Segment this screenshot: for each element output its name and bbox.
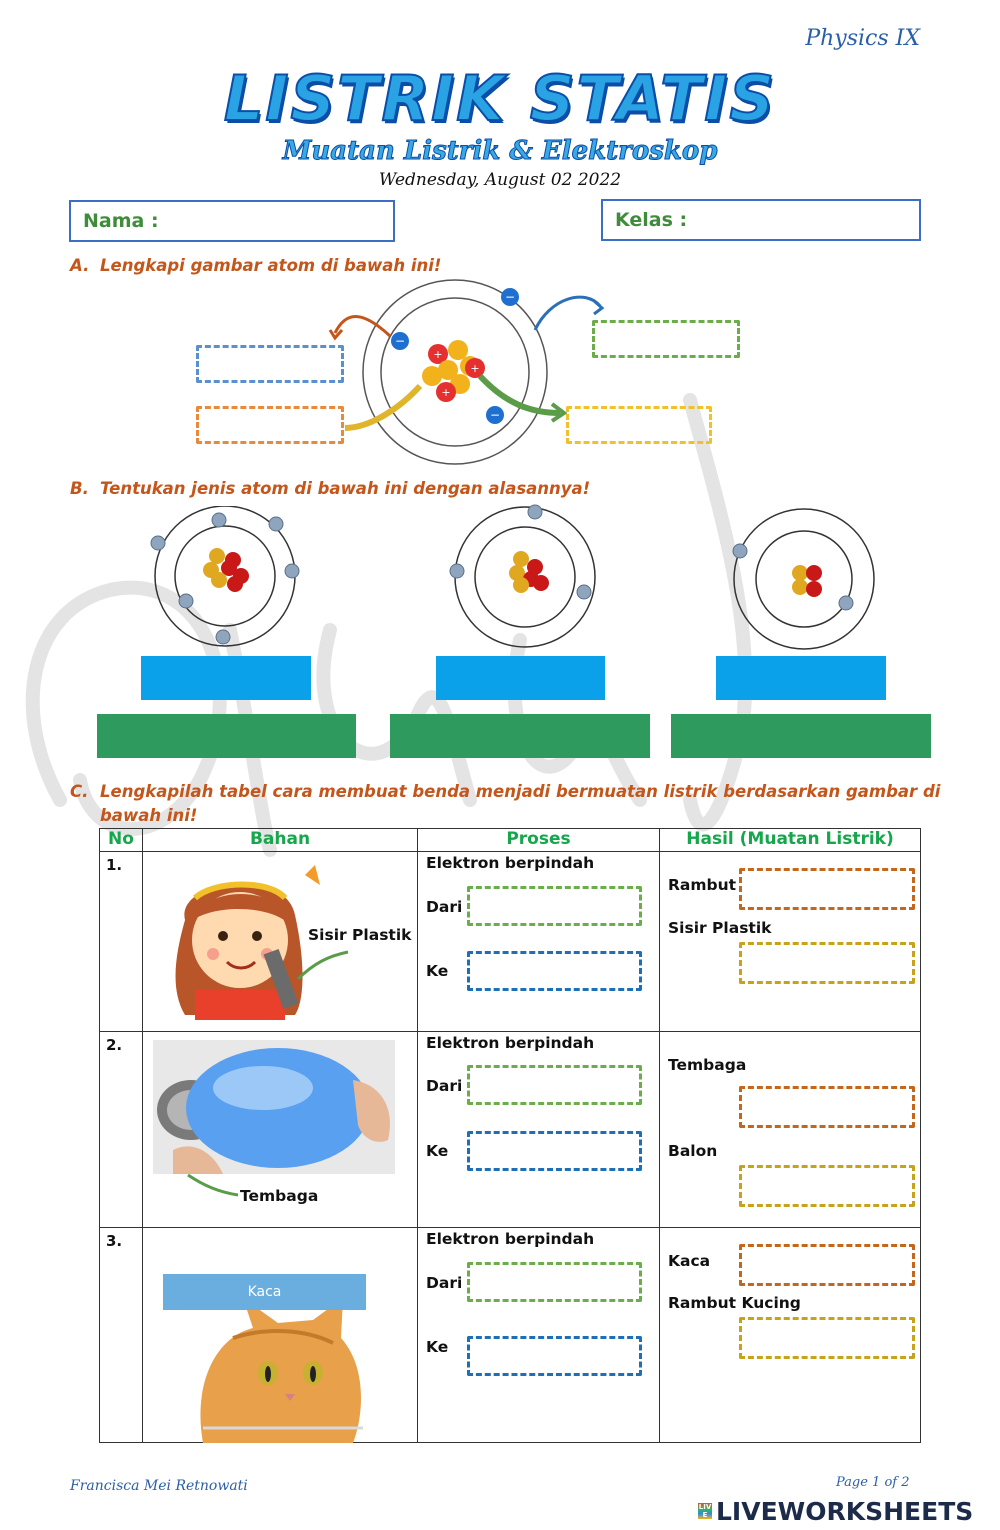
from-label: Dari [426, 1077, 463, 1095]
atom-reason-answer-3[interactable] [671, 714, 931, 758]
page-title: LISTRIK STATIS [223, 61, 777, 136]
page-date: Wednesday, August 02 2022 [378, 170, 622, 190]
result-answer-box-1[interactable] [739, 868, 915, 910]
result-label-1: Kaca [668, 1252, 711, 1270]
section-c-heading: C.Lengkapilah tabel cara membuat benda m… [70, 782, 941, 825]
table-row: 1. Sisir Plastik Elektron berpindah Dari… [99, 851, 921, 1032]
to-label: Ke [426, 1142, 449, 1160]
svg-text:+: + [441, 386, 450, 399]
table-row: 3. Kaca Elektron berpindah Dari Ke Kaca … [99, 1227, 921, 1443]
atom-model-3 [732, 508, 875, 650]
live-badge: LIVE [698, 1503, 712, 1519]
nama-label: Nama : [83, 210, 159, 232]
from-answer-box[interactable] [467, 1065, 642, 1105]
brand-name: LIVEWORKSHEETS [716, 1496, 974, 1526]
answer-box-orange[interactable] [196, 406, 344, 444]
atom-type-answer-1[interactable] [141, 656, 311, 700]
atom-diagram: + + + − − − [328, 279, 605, 465]
author-signature: Francisca Mei Retnowati [70, 1478, 248, 1494]
result-label-2: Rambut Kucing [668, 1294, 801, 1312]
result-answer-box-2[interactable] [739, 1317, 915, 1359]
atom-type-answer-2[interactable] [436, 656, 605, 700]
svg-text:−: − [505, 290, 515, 304]
to-answer-box[interactable] [467, 1131, 642, 1171]
header-bahan: Bahan [142, 828, 418, 852]
atom-reason-answer-1[interactable] [97, 714, 356, 758]
answer-box-blue[interactable] [196, 345, 344, 383]
girl-combing-image [175, 865, 320, 1020]
process-title: Elektron berpindah [426, 1034, 595, 1052]
page-subtitle: Muatan Listrik & Elektroskop [282, 136, 718, 167]
tembaga-label: Tembaga [240, 1187, 319, 1205]
from-answer-box[interactable] [467, 886, 642, 926]
kaca-label-box: Kaca [163, 1274, 366, 1310]
row-number: 2. [106, 1036, 123, 1054]
svg-text:−: − [490, 408, 500, 422]
atom-model-2 [449, 504, 596, 648]
atom-reason-answer-2[interactable] [390, 714, 650, 758]
process-title: Elektron berpindah [426, 854, 595, 872]
atom-model-1 [150, 506, 300, 647]
from-label: Dari [426, 1274, 463, 1292]
from-answer-box[interactable] [467, 1262, 642, 1302]
result-answer-box-1[interactable] [739, 1086, 915, 1128]
page-indicator: Page 1 of 2 [836, 1475, 910, 1490]
header-no: No [99, 828, 143, 852]
svg-text:+: + [433, 348, 442, 361]
to-answer-box[interactable] [467, 951, 642, 991]
result-label-1: Rambut [668, 876, 737, 894]
result-label-1: Tembaga [668, 1056, 747, 1074]
table-header-row: No Bahan Proses Hasil (Muatan Listrik) [99, 828, 921, 852]
atom-type-answer-3[interactable] [716, 656, 886, 700]
cat-image [200, 1298, 363, 1443]
charging-table: No Bahan Proses Hasil (Muatan Listrik) 1… [99, 828, 921, 1443]
nama-field[interactable]: Nama : [69, 200, 395, 242]
header-proses: Proses [417, 828, 660, 852]
svg-text:+: + [470, 362, 479, 375]
table-row: 2. Tembaga Elektron berpindah Dari Ke Te… [99, 1031, 921, 1228]
kelas-field[interactable]: Kelas : [601, 199, 921, 241]
to-label: Ke [426, 1338, 449, 1356]
from-label: Dari [426, 898, 463, 916]
kelas-label: Kelas : [615, 209, 688, 231]
process-title: Elektron berpindah [426, 1230, 595, 1248]
result-answer-box-2[interactable] [739, 1165, 915, 1207]
answer-box-green[interactable] [592, 320, 740, 358]
balloon-image [153, 1040, 395, 1174]
svg-text:−: − [395, 334, 405, 348]
result-label-2: Balon [668, 1142, 718, 1160]
to-answer-box[interactable] [467, 1336, 642, 1376]
sisir-plastik-label: Sisir Plastik [308, 926, 412, 944]
row-number: 3. [106, 1232, 123, 1250]
section-a-heading: A.Lengkapi gambar atom di bawah ini! [70, 256, 442, 275]
result-answer-box-1[interactable] [739, 1244, 915, 1286]
section-b-heading: B.Tentukan jenis atom di bawah ini denga… [70, 479, 591, 498]
header-hasil: Hasil (Muatan Listrik) [659, 828, 921, 852]
result-answer-box-2[interactable] [739, 942, 915, 984]
liveworksheets-logo: LIVE LIVEWORKSHEETS [698, 1494, 973, 1528]
row-number: 1. [106, 856, 123, 874]
result-label-2: Sisir Plastik [668, 919, 772, 937]
physics-label: Physics IX [805, 26, 920, 51]
to-label: Ke [426, 962, 449, 980]
answer-box-yellow[interactable] [566, 406, 712, 444]
